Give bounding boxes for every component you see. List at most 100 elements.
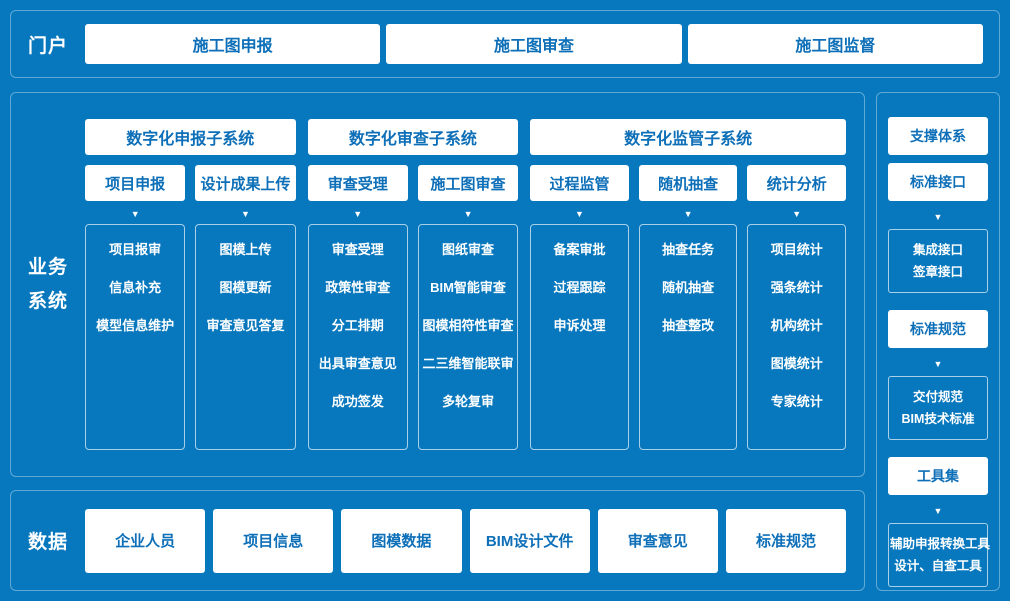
subsystem-review: 数字化审查子系统 审查受理 审查受理 政策性审查 分工排期 出具审查意见	[307, 119, 519, 450]
feature-item: 随机抽查	[662, 280, 715, 295]
portal-item-shigongtu-shenbao: 施工图申报	[85, 24, 381, 64]
feature-item: 审查意见答复	[206, 318, 285, 333]
data-item-bim-design-files: BIM设计文件	[469, 508, 590, 573]
module-title: 过程监管	[530, 165, 629, 201]
support-detail-standards: 交付规范 BIM技术标准	[888, 376, 988, 440]
modules-row: 审查受理 审查受理 政策性审查 分工排期 出具审查意见 成功签发	[307, 165, 519, 450]
support-system-section: 支撑体系 标准接口 集成接口 签章接口 标准规范 交付规范 BIM技术标准 工具…	[876, 92, 1000, 591]
down-arrow-icon	[639, 206, 738, 222]
feature-item: 图模上传	[219, 242, 272, 257]
feature-item: 成功签发	[331, 394, 384, 409]
support-detail-line: BIM技术标准	[901, 412, 975, 426]
subsystem-title: 数字化监管子系统	[530, 119, 847, 155]
module-title: 审查受理	[307, 165, 408, 201]
support-detail-line: 集成接口	[912, 243, 963, 257]
feature-item: BIM智能审查	[430, 280, 506, 295]
module-design-result-upload: 设计成果上传 图模上传 图模更新 审查意见答复	[195, 165, 296, 450]
feature-item: 申诉处理	[553, 318, 606, 333]
portal-items: 施工图申报 施工图审查 施工图监督	[85, 24, 983, 64]
feature-item: 项目统计	[770, 242, 823, 257]
feature-item: 出具审查意见	[318, 356, 397, 371]
module-title: 项目申报	[85, 165, 186, 201]
data-item-drawing-model-data: 图模数据	[341, 508, 462, 573]
feature-list: 备案审批 过程跟踪 申诉处理	[530, 224, 629, 450]
data-items: 企业人员 项目信息 图模数据 BIM设计文件 审查意见 标准规范	[85, 508, 847, 573]
business-systems-label: 业务 系统	[11, 251, 85, 318]
modules-row: 项目申报 项目报审 信息补充 模型信息维护 设计成果上传	[85, 165, 296, 450]
support-detail-line: 签章接口	[912, 265, 963, 279]
feature-item: 过程跟踪	[553, 280, 606, 295]
portal-item-shigongtu-jiandu: 施工图监督	[687, 24, 983, 64]
subsystem-title: 数字化审查子系统	[307, 119, 519, 155]
feature-list: 审查受理 政策性审查 分工排期 出具审查意见 成功签发	[307, 224, 408, 450]
business-systems-section: 业务 系统 数字化申报子系统 项目申报 项目报审	[10, 92, 865, 477]
feature-list: 项目报审 信息补充 模型信息维护	[85, 224, 186, 450]
feature-item: 模型信息维护	[96, 318, 175, 333]
down-arrow-icon	[85, 206, 185, 222]
module-project-declaration: 项目申报 项目报审 信息补充 模型信息维护	[85, 165, 186, 450]
module-title: 随机抽查	[638, 165, 738, 201]
feature-item: 二三维智能联审	[422, 356, 514, 371]
feature-item: 审查受理	[331, 242, 384, 257]
data-item-standards: 标准规范	[725, 508, 847, 573]
support-detail-interfaces: 集成接口 签章接口	[888, 229, 988, 293]
support-detail-line: 设计、自查工具	[894, 559, 982, 573]
down-arrow-icon	[308, 206, 408, 222]
support-detail-line: 辅助申报转换工具	[890, 537, 991, 551]
feature-item: 专家统计	[770, 394, 823, 409]
portal-section: 门户 施工图申报 施工图审查 施工图监督	[10, 10, 1000, 78]
module-title: 统计分析	[747, 165, 847, 201]
support-title: 支撑体系	[888, 117, 988, 155]
support-header-standards: 标准规范	[888, 310, 988, 348]
feature-item: 政策性审查	[325, 280, 391, 295]
portal-item-shigongtu-shencha: 施工图审查	[386, 24, 682, 64]
feature-item: 备案审批	[553, 242, 606, 257]
feature-list: 项目统计 强条统计 机构统计 图模统计 专家统计	[747, 224, 847, 450]
data-item-project-info: 项目信息	[213, 508, 334, 573]
module-drawing-review: 施工图审查 图纸审查 BIM智能审查 图模相符性审查 二三维智能联审 多轮复审	[417, 165, 519, 450]
data-item-review-opinions: 审查意见	[597, 508, 718, 573]
data-item-enterprise-personnel: 企业人员	[85, 508, 206, 573]
business-label-line: 系统	[27, 290, 68, 312]
modules-row: 过程监管 备案审批 过程跟踪 申诉处理 随机抽查	[530, 165, 847, 450]
feature-item: 信息补充	[109, 280, 162, 295]
down-arrow-icon	[418, 206, 518, 222]
module-random-inspection: 随机抽查 抽查任务 随机抽查 抽查整改	[638, 165, 738, 450]
support-header-standard-interface: 标准接口	[888, 163, 988, 201]
module-process-supervision: 过程监管 备案审批 过程跟踪 申诉处理	[530, 165, 629, 450]
module-title: 设计成果上传	[195, 165, 296, 201]
down-arrow-icon	[888, 503, 988, 519]
down-arrow-icon	[747, 206, 846, 222]
feature-item: 分工排期	[331, 318, 384, 333]
feature-item: 强条统计	[770, 280, 823, 295]
subsystem-declaration: 数字化申报子系统 项目申报 项目报审 信息补充 模型信息维护	[85, 119, 296, 450]
feature-item: 机构统计	[770, 318, 823, 333]
feature-item: 图模统计	[770, 356, 823, 371]
module-title: 施工图审查	[417, 165, 519, 201]
feature-item: 图纸审查	[442, 242, 495, 257]
subsystem-supervision: 数字化监管子系统 过程监管 备案审批 过程跟踪 申诉处理	[530, 119, 847, 450]
support-detail-line: 交付规范	[912, 390, 963, 404]
down-arrow-icon	[530, 206, 629, 222]
portal-label: 门户	[27, 35, 68, 57]
down-arrow-icon	[888, 209, 988, 225]
feature-item: 图模相符性审查	[422, 318, 514, 333]
data-label: 数据	[27, 532, 68, 553]
module-review-acceptance: 审查受理 审查受理 政策性审查 分工排期 出具审查意见 成功签发	[307, 165, 408, 450]
data-section: 数据 企业人员 项目信息 图模数据 BIM设计文件 审查意见 标准规范	[10, 490, 865, 591]
subsystem-groups: 数字化申报子系统 项目申报 项目报审 信息补充 模型信息维护	[85, 119, 847, 450]
feature-item: 图模更新	[219, 280, 272, 295]
support-header-toolset: 工具集	[888, 457, 988, 495]
business-label-line: 业务	[27, 257, 68, 279]
feature-item: 抽查整改	[662, 318, 715, 333]
down-arrow-icon	[195, 206, 295, 222]
feature-item: 项目报审	[109, 242, 162, 257]
feature-list: 图纸审查 BIM智能审查 图模相符性审查 二三维智能联审 多轮复审	[417, 224, 519, 450]
feature-list: 抽查任务 随机抽查 抽查整改	[638, 224, 738, 450]
feature-item: 多轮复审	[442, 394, 495, 409]
subsystem-title: 数字化申报子系统	[85, 119, 296, 155]
feature-item: 抽查任务	[662, 242, 715, 257]
down-arrow-icon	[888, 356, 988, 372]
left-column: 业务 系统 数字化申报子系统 项目申报 项目报审	[10, 92, 865, 591]
